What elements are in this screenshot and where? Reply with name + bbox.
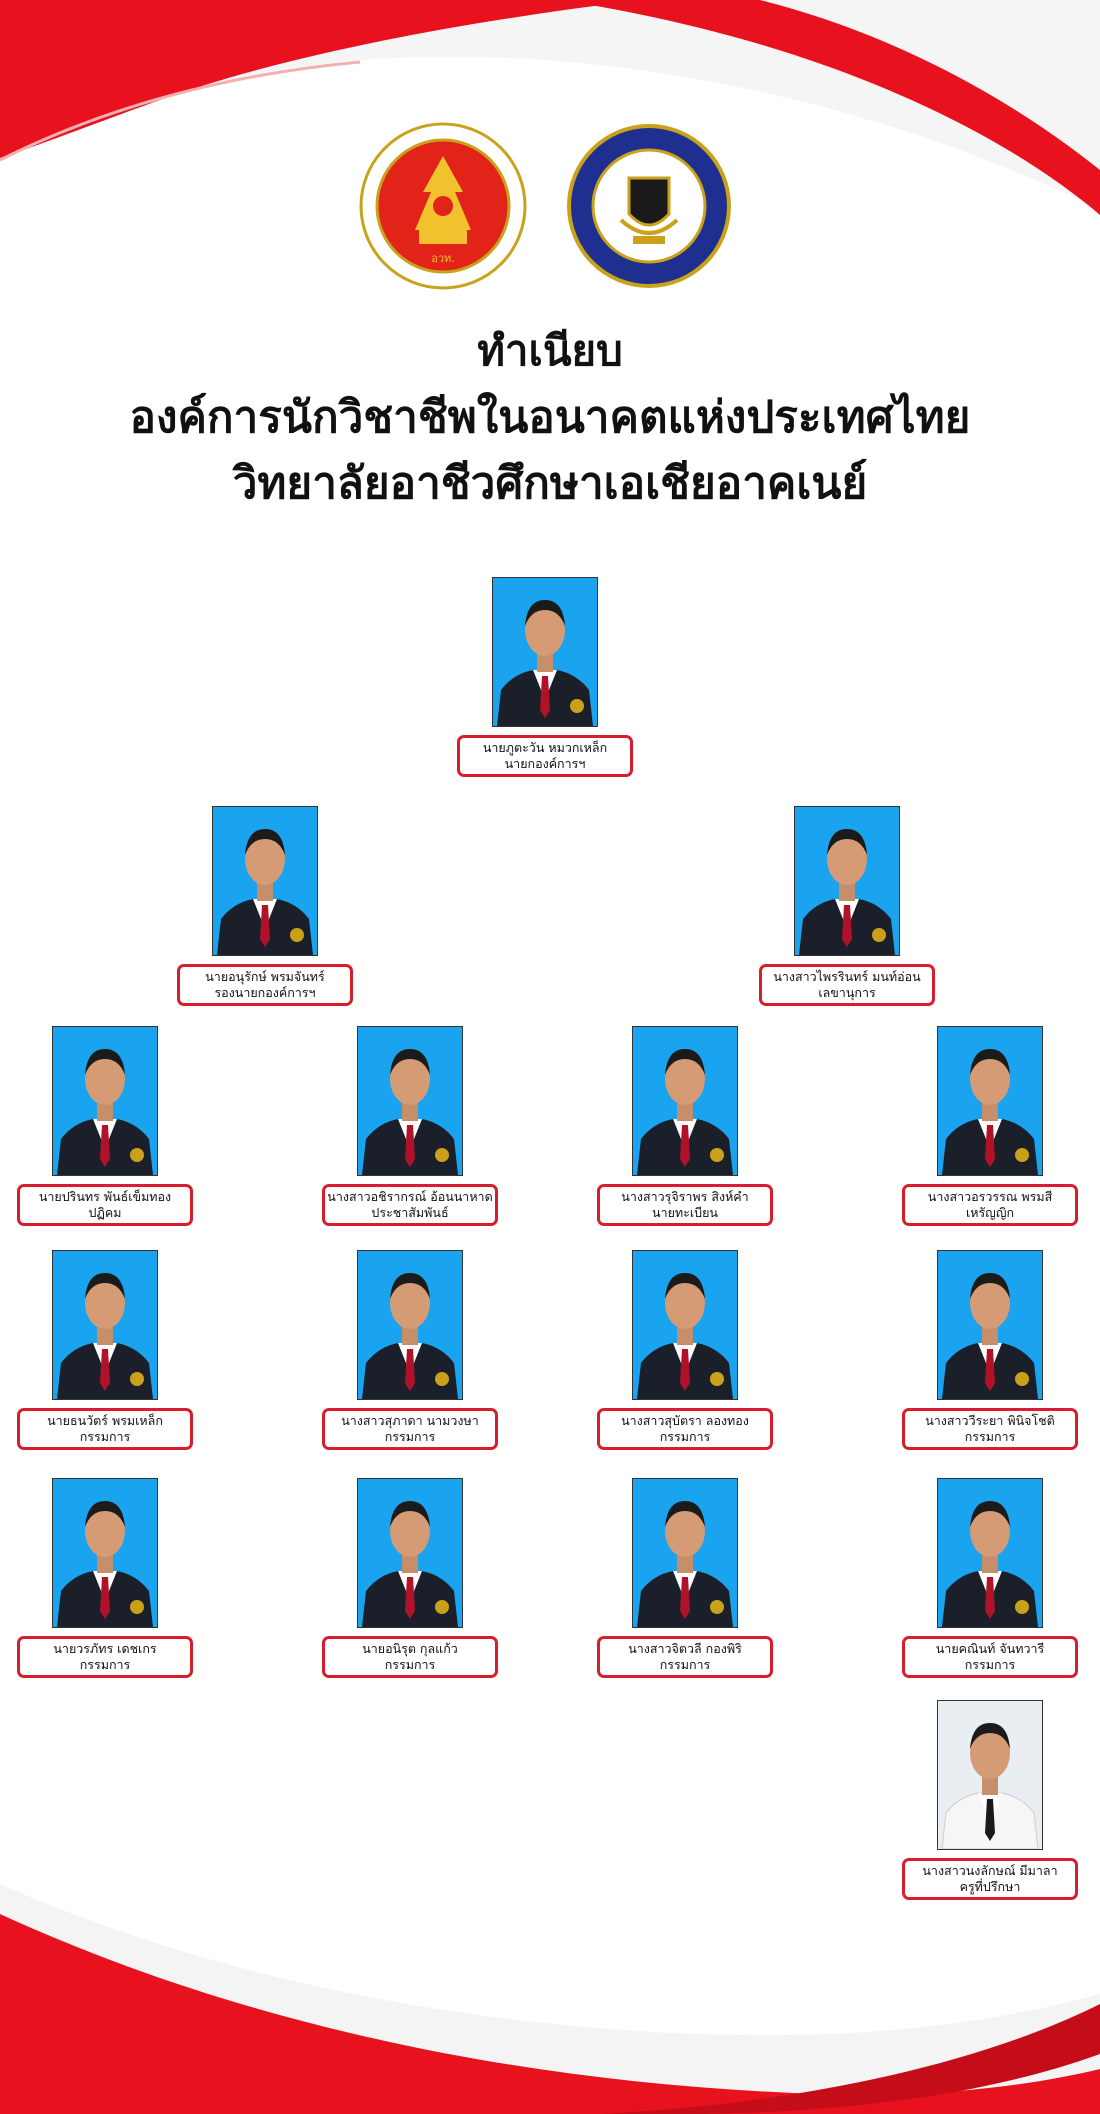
- member-namebox: นายวรภัทร เดชเกรกรรมการ: [17, 1636, 193, 1678]
- member-role: ปฏิคม: [88, 1205, 122, 1220]
- member-name: นางสาวอชิรากรณ์ อ้อนนาหาด: [327, 1189, 493, 1204]
- member-name: นางสาวนงลักษณ์ มีมาลา: [922, 1863, 1058, 1878]
- member-photo: [794, 806, 900, 956]
- page-title-line-1: ทำเนียบ: [477, 326, 623, 375]
- member-namebox: นางสาวนงลักษณ์ มีมาลาครูที่ปรึกษา: [902, 1858, 1078, 1900]
- member-name: นางสาววีระยา พินิจโชติ: [925, 1413, 1055, 1428]
- member-namebox: นายอนุรักษ์ พรมจันทร์รองนายกองค์การฯ: [177, 964, 353, 1006]
- member-card: นางสาวจิตวลี กองพิริกรรมการ: [595, 1478, 775, 1678]
- member-name: นางสาวจิตวลี กองพิริ: [628, 1641, 742, 1656]
- member-name: นายธนวัตร์ พรมเหล็ก: [47, 1413, 163, 1428]
- member-role: กรรมการ: [384, 1429, 436, 1444]
- member-photo: [937, 1700, 1043, 1850]
- college-crest-icon: [567, 124, 731, 288]
- member-photo: [357, 1478, 463, 1628]
- member-role: ประชาสัมพันธ์: [371, 1205, 449, 1220]
- member-role: ครูที่ปรึกษา: [959, 1879, 1021, 1894]
- member-name: นายวรภัทร เดชเกร: [53, 1641, 157, 1656]
- member-photo: [632, 1478, 738, 1628]
- member-photo: [357, 1250, 463, 1400]
- member-role: กรรมการ: [384, 1657, 436, 1672]
- member-name: นางสาวสุภาดา นามวงษา: [341, 1413, 479, 1428]
- member-namebox: นางสาววีระยา พินิจโชติกรรมการ: [902, 1408, 1078, 1450]
- member-card: นายภูตะวัน หมวกเหล็กนายกองค์การฯ: [455, 577, 635, 777]
- member-role: เหรัญญิก: [965, 1205, 1015, 1220]
- member-role: กรรมการ: [79, 1429, 131, 1444]
- member-namebox: นางสาวอชิรากรณ์ อ้อนนาหาดประชาสัมพันธ์: [322, 1184, 498, 1226]
- member-namebox: นางสาวไพรรินทร์ มนท์อ่อนเลขานุการ: [759, 964, 935, 1006]
- member-photo: [937, 1026, 1043, 1176]
- member-name: นางสาวสุบัตรา ลองทอง: [621, 1413, 749, 1428]
- member-card: นางสาวนงลักษณ์ มีมาลาครูที่ปรึกษา: [900, 1700, 1080, 1900]
- member-photo: [632, 1250, 738, 1400]
- afth-emblem-icon: อวท.: [359, 122, 527, 290]
- member-name: นางสาวรุจิราพร สิงห์คำ: [621, 1189, 749, 1204]
- member-card: นางสาวรุจิราพร สิงห์คำนายทะเบียน: [595, 1026, 775, 1226]
- member-card: นายปรินทร พันธ์เข็มทองปฏิคม: [15, 1026, 195, 1226]
- member-photo: [492, 577, 598, 727]
- member-name: นายภูตะวัน หมวกเหล็ก: [482, 740, 608, 755]
- member-role: กรรมการ: [964, 1657, 1016, 1672]
- logo-left-abbr: อวท.: [431, 252, 455, 265]
- member-role: กรรมการ: [659, 1657, 711, 1672]
- logo-row: อวท.: [0, 122, 1100, 297]
- member-card: นายคณินท์ จันทวารีกรรมการ: [900, 1478, 1080, 1678]
- member-card: นายอนุรักษ์ พรมจันทร์รองนายกองค์การฯ: [175, 806, 355, 1006]
- member-name: นางสาวอรวรรณ พรมสี: [927, 1189, 1053, 1204]
- member-role: กรรมการ: [659, 1429, 711, 1444]
- member-name: นายคณินท์ จันทวารี: [935, 1641, 1045, 1656]
- member-photo: [357, 1026, 463, 1176]
- member-namebox: นางสาวอรวรรณ พรมสีเหรัญญิก: [902, 1184, 1078, 1226]
- member-photo: [52, 1478, 158, 1628]
- member-photo: [212, 806, 318, 956]
- member-card: นางสาวสุบัตรา ลองทองกรรมการ: [595, 1250, 775, 1450]
- member-role: รองนายกองค์การฯ: [214, 985, 316, 1000]
- member-namebox: นางสาวจิตวลี กองพิริกรรมการ: [597, 1636, 773, 1678]
- member-card: นางสาวอรวรรณ พรมสีเหรัญญิก: [900, 1026, 1080, 1226]
- member-role: เลขานุการ: [818, 985, 876, 1000]
- member-role: กรรมการ: [964, 1429, 1016, 1444]
- member-card: นายวรภัทร เดชเกรกรรมการ: [15, 1478, 195, 1678]
- member-namebox: นางสาวรุจิราพร สิงห์คำนายทะเบียน: [597, 1184, 773, 1226]
- member-role: กรรมการ: [79, 1657, 131, 1672]
- member-namebox: นางสาวสุบัตรา ลองทองกรรมการ: [597, 1408, 773, 1450]
- member-name: นายอนุรักษ์ พรมจันทร์: [205, 969, 325, 984]
- member-photo: [52, 1250, 158, 1400]
- page-title-line-3: วิทยาลัยอาชีวศึกษาเอเชียอาคเนย์: [232, 458, 868, 509]
- member-name: นายปรินทร พันธ์เข็มทอง: [38, 1189, 172, 1204]
- member-namebox: นายปรินทร พันธ์เข็มทองปฏิคม: [17, 1184, 193, 1226]
- member-card: นายธนวัตร์ พรมเหล็กกรรมการ: [15, 1250, 195, 1450]
- member-role: นายทะเบียน: [652, 1205, 718, 1220]
- member-namebox: นายธนวัตร์ พรมเหล็กกรรมการ: [17, 1408, 193, 1450]
- member-photo: [937, 1478, 1043, 1628]
- member-card: นางสาวไพรรินทร์ มนท์อ่อนเลขานุการ: [757, 806, 937, 1006]
- member-card: นางสาวอชิรากรณ์ อ้อนนาหาดประชาสัมพันธ์: [320, 1026, 500, 1226]
- member-photo: [52, 1026, 158, 1176]
- member-namebox: นายคณินท์ จันทวารีกรรมการ: [902, 1636, 1078, 1678]
- member-namebox: นายภูตะวัน หมวกเหล็กนายกองค์การฯ: [457, 735, 633, 777]
- member-namebox: นางสาวสุภาดา นามวงษากรรมการ: [322, 1408, 498, 1450]
- member-namebox: นายอนิรุต กุลแก้วกรรมการ: [322, 1636, 498, 1678]
- member-photo: [632, 1026, 738, 1176]
- member-card: นางสาววีระยา พินิจโชติกรรมการ: [900, 1250, 1080, 1450]
- member-photo: [937, 1250, 1043, 1400]
- member-name: นางสาวไพรรินทร์ มนท์อ่อน: [773, 969, 921, 984]
- member-card: นายอนิรุต กุลแก้วกรรมการ: [320, 1478, 500, 1678]
- page-title-line-2: องค์การนักวิชาชีพในอนาคตแห่งประเทศไทย: [129, 392, 971, 443]
- member-role: นายกองค์การฯ: [504, 756, 586, 771]
- member-card: นางสาวสุภาดา นามวงษากรรมการ: [320, 1250, 500, 1450]
- member-name: นายอนิรุต กุลแก้ว: [362, 1641, 458, 1656]
